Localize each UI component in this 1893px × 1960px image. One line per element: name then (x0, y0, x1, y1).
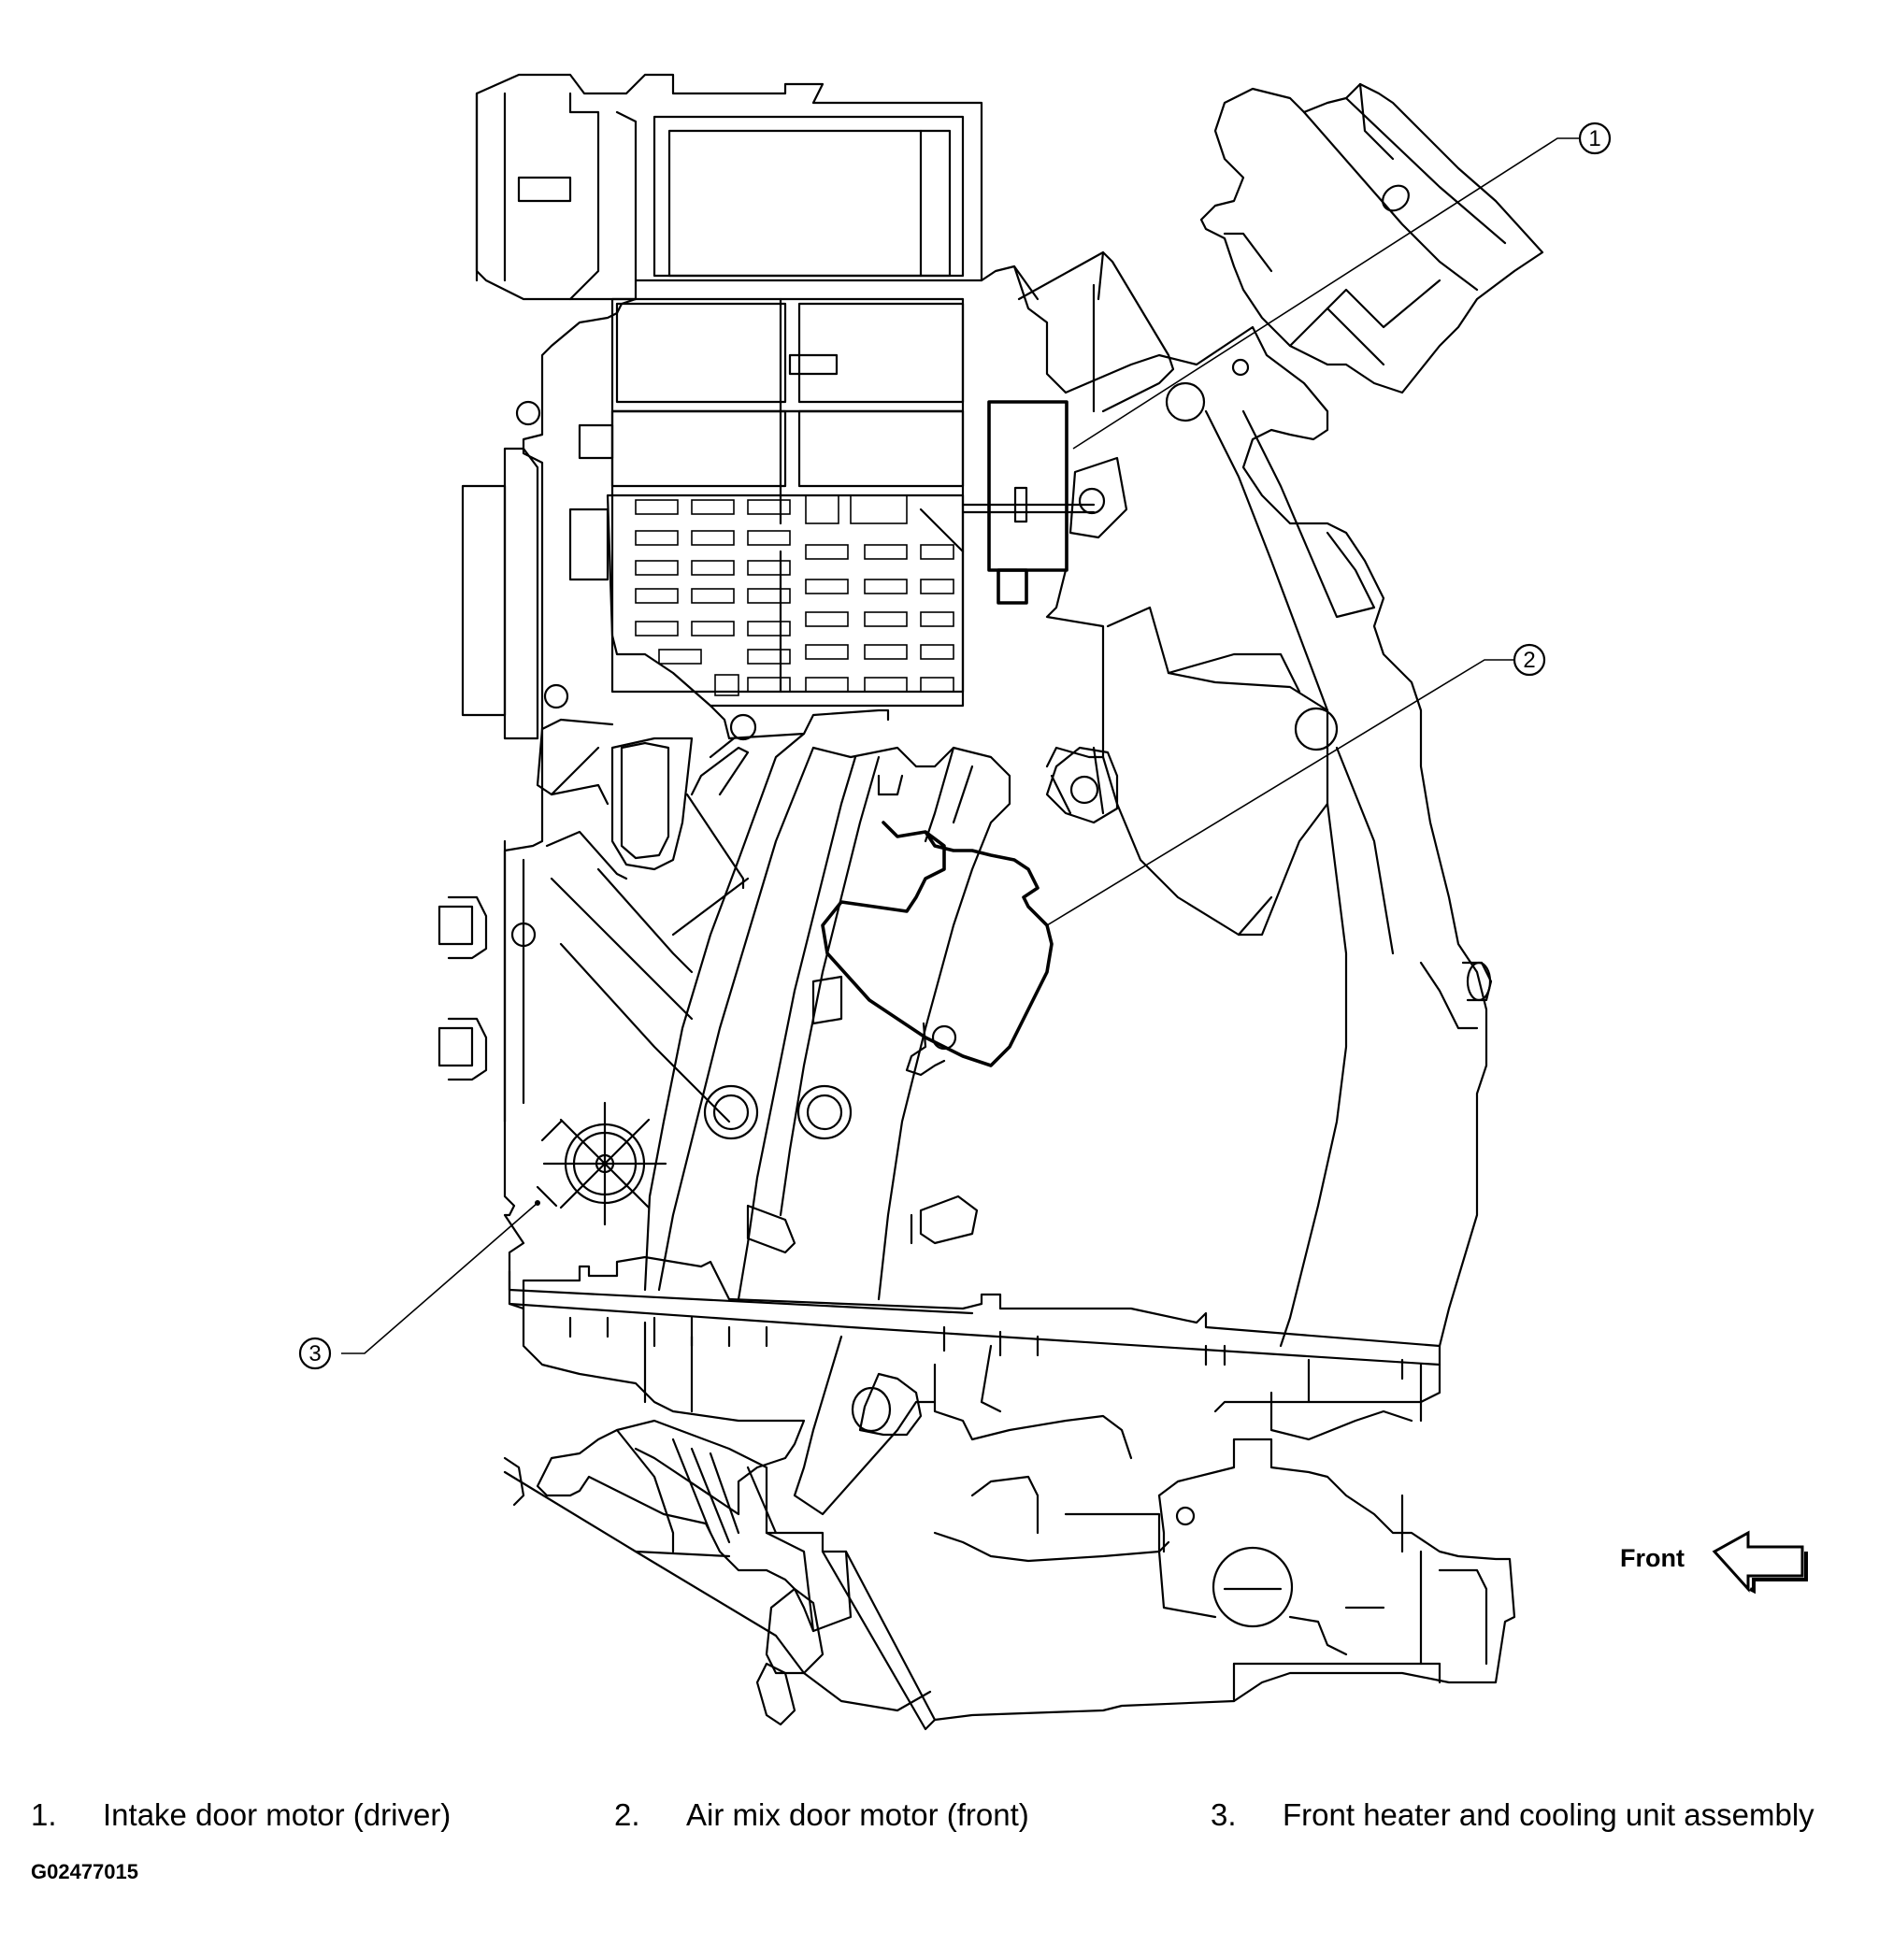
legend-number: 2. (614, 1797, 640, 1832)
figure-id: G02477015 (31, 1860, 138, 1883)
lower-right-block (933, 1438, 1516, 1722)
vent-rose (536, 1101, 667, 1226)
main-case (503, 250, 1175, 1292)
lower-frame (508, 1255, 1441, 1516)
legend-number: 3. (1211, 1797, 1237, 1832)
mount-boss (1045, 746, 1119, 824)
legend: 1. Intake door motor (driver) 2. Air mix… (0, 1797, 1893, 1844)
front-direction-label: Front (1620, 1544, 1685, 1572)
left-arrow-icon (1712, 1530, 1808, 1595)
left-side-details (437, 400, 614, 1123)
blower-housing (475, 73, 983, 301)
upper-right-duct (1199, 82, 1544, 394)
callout-1: 1 (1072, 122, 1612, 450)
callout-2-label: 2 (1523, 648, 1535, 673)
callout-3-label: 3 (308, 1341, 321, 1366)
bottom-duct (503, 1419, 1170, 1731)
right-case-body (1045, 325, 1493, 1348)
callout-1-label: 1 (1588, 126, 1600, 151)
heater-unit-diagram: 1 2 3 (298, 73, 1808, 1731)
air-mix-door-motor (811, 821, 1054, 1077)
callout-2: 2 (1046, 643, 1546, 926)
center-ducts (536, 704, 1011, 1301)
callout-3: 3 (298, 1200, 540, 1370)
intake-door-motor (961, 400, 1128, 605)
legend-text: Intake door motor (driver) (103, 1797, 452, 1832)
legend-text: Air mix door motor (front) (686, 1797, 1029, 1832)
legend-number: 1. (31, 1797, 57, 1832)
lower-center-details (703, 1084, 979, 1437)
legend-text: Front heater and cooling unit assembly (1283, 1797, 1814, 1832)
filter-grid (606, 297, 965, 708)
